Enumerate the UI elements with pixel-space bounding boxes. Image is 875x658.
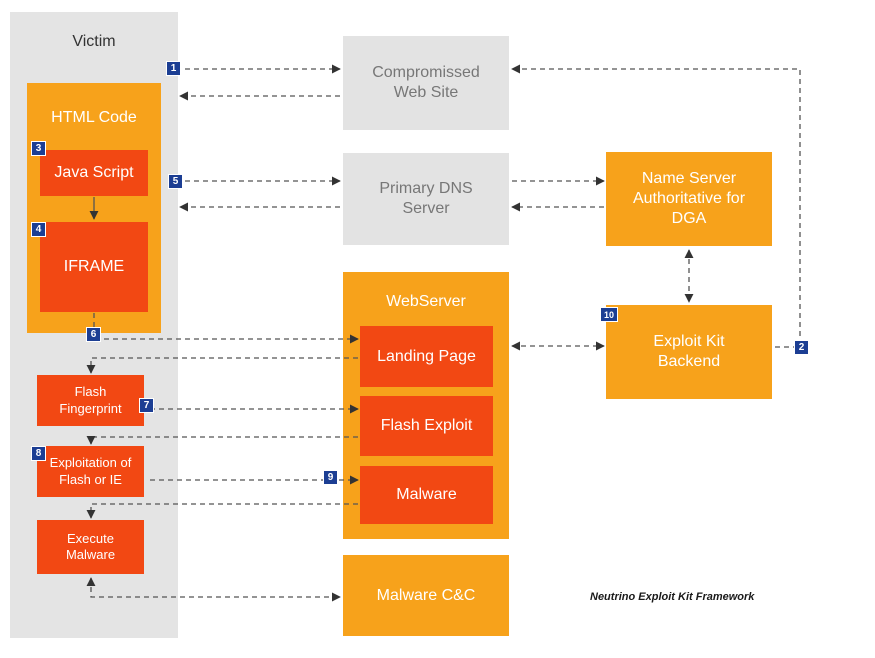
step-badge-10: 10 xyxy=(600,307,618,322)
step-badge-6: 6 xyxy=(86,327,101,342)
step-badge-4: 4 xyxy=(31,222,46,237)
step-badge-8: 8 xyxy=(31,446,46,461)
arrow-6 xyxy=(93,313,359,344)
step-badge-7: 7 xyxy=(139,398,154,413)
malware-box: Malware xyxy=(360,466,493,524)
flash-exploit-box: Flash Exploit xyxy=(360,396,493,456)
arrow-malware-to-execute xyxy=(86,503,358,519)
arrow-landing-to-fingerprint xyxy=(86,357,358,374)
step-badge-1: 1 xyxy=(166,61,181,76)
flash-fingerprint-box: Flash Fingerprint xyxy=(37,375,144,426)
step-badge-2: 2 xyxy=(794,340,809,355)
step-badge-5: 5 xyxy=(168,174,183,189)
victim-title: Victim xyxy=(72,33,116,50)
execute-malware-box: Execute Malware xyxy=(37,520,144,574)
arrow-flash-to-exploitation xyxy=(86,435,358,445)
malware-cc-box: Malware C&C xyxy=(343,555,509,636)
landing-page-box: Landing Page xyxy=(360,326,493,387)
exploitation-box: Exploitation of Flash or IE xyxy=(37,446,144,497)
iframe-box: IFRAME xyxy=(40,222,148,312)
arrow-execute-cc xyxy=(86,577,341,602)
html-code-title: HTML Code xyxy=(51,109,137,126)
javascript-box: Java Script xyxy=(40,150,148,196)
name-server-box: Name Server Authoritative for DGA xyxy=(606,152,772,246)
diagram-caption: Neutrino Exploit Kit Framework xyxy=(590,591,755,603)
primary-dns-box: Primary DNS Server xyxy=(343,153,509,245)
compromised-site-box: Compromissed Web Site xyxy=(343,36,509,130)
webserver-title: WebServer xyxy=(386,293,466,310)
exploit-kit-backend-box: Exploit Kit Backend xyxy=(606,305,772,399)
step-badge-3: 3 xyxy=(31,141,46,156)
step-badge-9: 9 xyxy=(323,470,338,485)
arrow-2 xyxy=(511,64,801,348)
